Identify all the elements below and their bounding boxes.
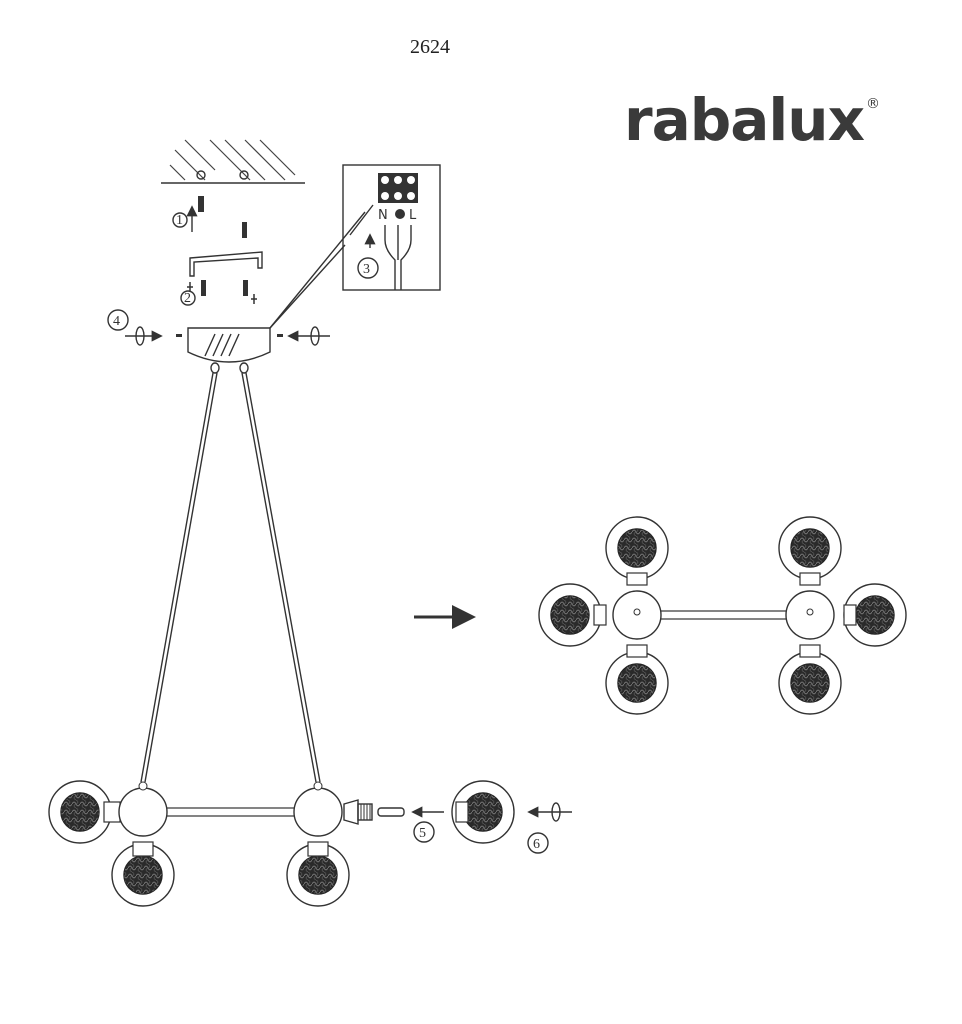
step-6-arrow xyxy=(527,802,572,822)
svg-text:4: 4 xyxy=(113,314,120,329)
svg-text:1: 1 xyxy=(176,213,183,228)
registered-mark: ® xyxy=(865,96,880,112)
hub-center xyxy=(633,608,641,616)
terminal-block-inset: N L xyxy=(269,164,441,329)
brand-name: rabalux xyxy=(624,86,865,154)
document-number: 2624 xyxy=(410,36,450,58)
fixtures xyxy=(48,516,907,907)
cable-grip xyxy=(138,781,148,791)
mounting-hardware xyxy=(186,196,263,304)
cable-grip xyxy=(313,781,323,791)
terminal-live-label: L xyxy=(409,208,417,223)
step-6: 6 xyxy=(527,832,549,854)
lamp-holder xyxy=(455,801,469,823)
wire-ball xyxy=(60,792,100,832)
svg-text:2: 2 xyxy=(184,291,191,306)
wire-ball xyxy=(463,792,503,832)
lamp-holder xyxy=(307,841,329,857)
ceiling xyxy=(161,139,305,184)
wire-ball xyxy=(298,855,338,895)
bulb-and-socket xyxy=(343,799,405,825)
terminal-neutral-label: N xyxy=(378,208,388,223)
step-4: 4 xyxy=(107,309,129,331)
lamp-holder xyxy=(132,841,154,857)
hub xyxy=(118,787,168,837)
connecting-bar xyxy=(164,807,297,817)
step-markers: 1 2 3 4 5 6 xyxy=(107,212,549,854)
step-1: 1 xyxy=(172,212,188,228)
lamp-holder xyxy=(626,644,648,658)
step-3: 3 xyxy=(357,257,379,279)
wire-ball xyxy=(617,528,657,568)
suspension-cables xyxy=(140,372,321,783)
connecting-bar xyxy=(659,610,789,620)
svg-text:3: 3 xyxy=(363,262,370,277)
svg-text:5: 5 xyxy=(419,826,426,841)
lamp-holder xyxy=(799,644,821,658)
wire-ball xyxy=(123,855,163,895)
lamp-holder xyxy=(593,604,607,626)
wire-ball xyxy=(617,663,657,703)
lamp-holder xyxy=(799,572,821,586)
wire-ball xyxy=(790,663,830,703)
wire-ball xyxy=(855,595,895,635)
wire-ball xyxy=(550,595,590,635)
lamp-holder xyxy=(103,801,121,823)
step-5: 5 xyxy=(413,821,435,843)
hub-center xyxy=(806,608,814,616)
lamp-holder xyxy=(626,572,648,586)
wire-ball xyxy=(790,528,830,568)
brand-logo: rabalux® xyxy=(624,86,880,154)
hub xyxy=(293,787,343,837)
svg-text:6: 6 xyxy=(533,837,540,852)
lamp-holder xyxy=(843,604,857,626)
step-2: 2 xyxy=(180,290,196,306)
ceiling-canopy xyxy=(125,326,330,374)
